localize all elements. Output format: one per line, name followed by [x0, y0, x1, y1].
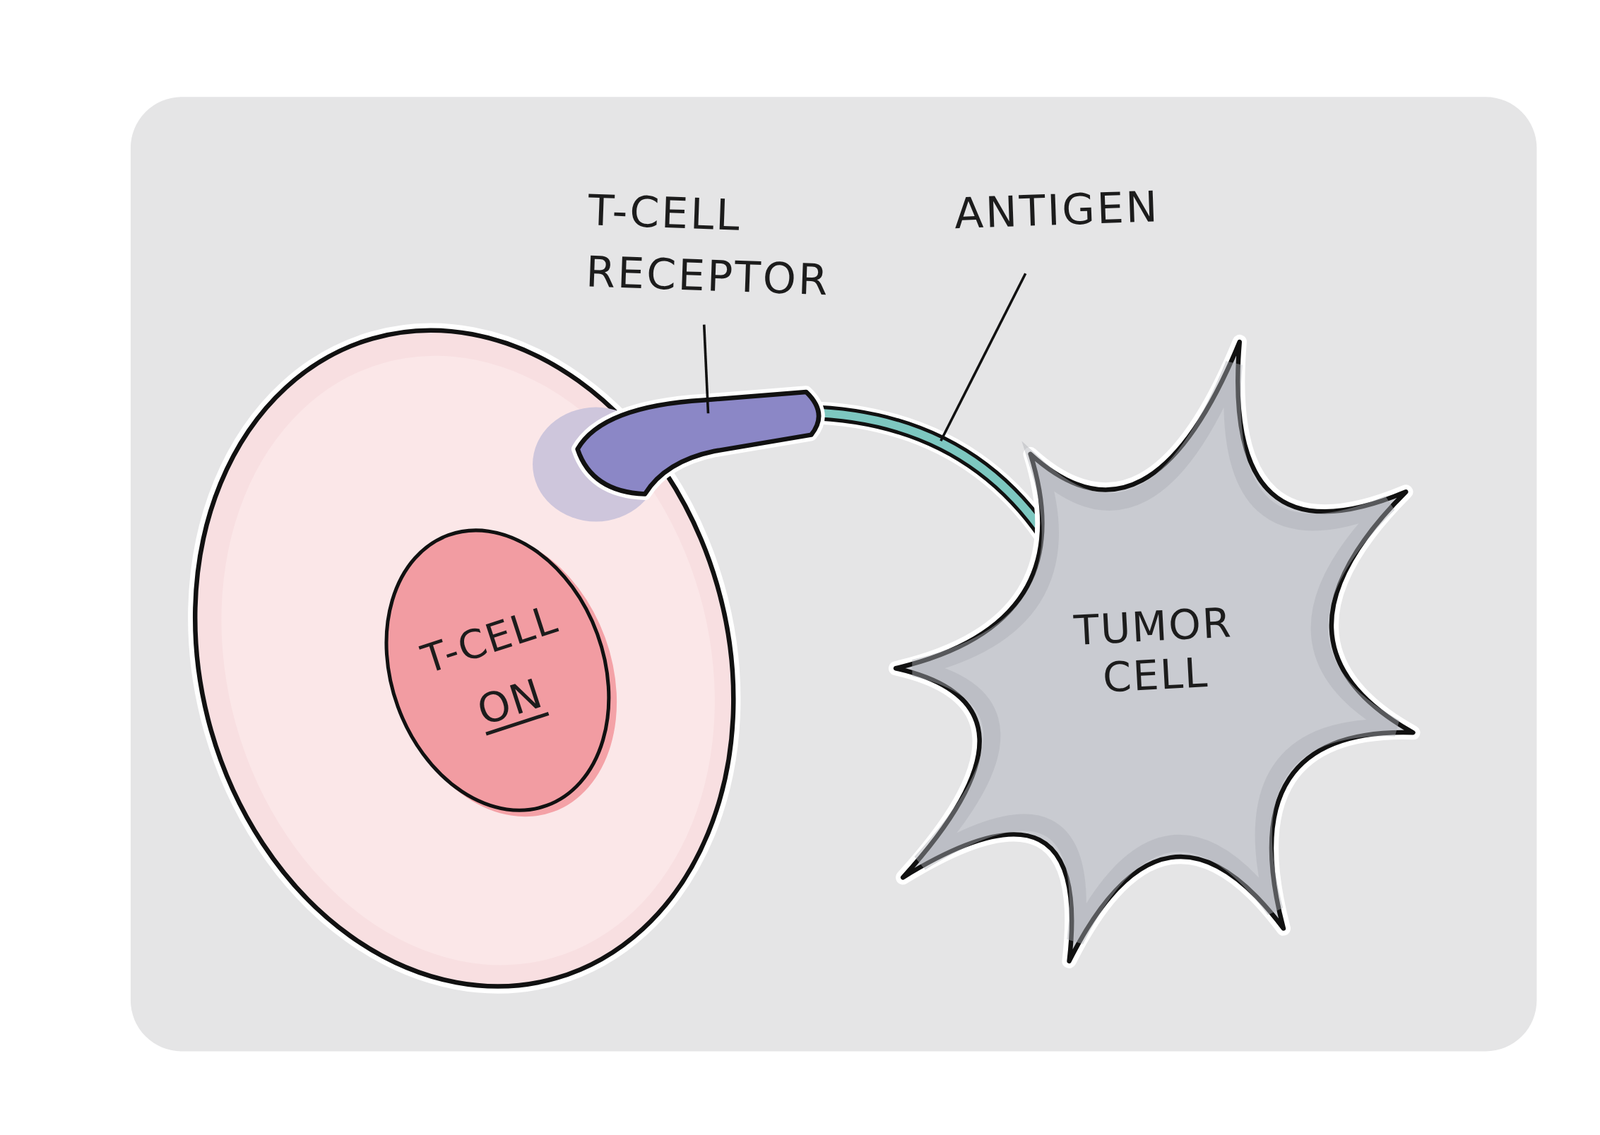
antigen-strand [806, 412, 1054, 548]
nucleus-outline [348, 498, 647, 843]
node-text-holder: TUMOR CELL [880, 328, 1430, 975]
t-cell-receptor [577, 392, 819, 495]
node-text: T-CELL [415, 594, 564, 684]
part-label: T-CELL RECEPTOR [584, 179, 823, 311]
node-text-holder: T-CELLON [341, 491, 659, 851]
node-text: ON [471, 668, 549, 737]
antigen-outline [806, 412, 1054, 548]
t-cell-nucleus: T-CELLON [382, 520, 618, 822]
nucleus-outline [382, 520, 618, 822]
part-label: ANTIGEN [952, 174, 1210, 246]
leader-line [704, 324, 709, 414]
leader-line [940, 273, 1026, 441]
tumor-cell: TUMOR CELL [895, 341, 1413, 962]
tumor-outline [895, 341, 1413, 962]
tumor-shading [914, 364, 1396, 941]
receptor-halo [577, 392, 819, 495]
t-cell-body [119, 265, 809, 1051]
antigen-halo [806, 412, 1054, 548]
tumor-halo [895, 341, 1413, 962]
node-text: TUMOR CELL [1056, 597, 1253, 706]
